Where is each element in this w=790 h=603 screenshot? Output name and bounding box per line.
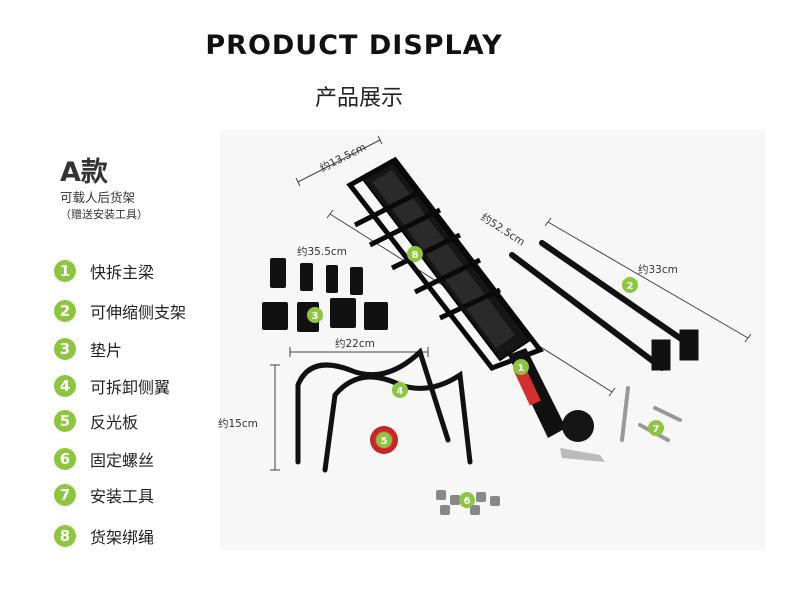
- marker-number: 5: [381, 436, 388, 447]
- legend-label: 货架绑绳: [90, 528, 155, 547]
- dimension-strut-length: 约33cm: [638, 264, 678, 276]
- marker-number: 6: [464, 496, 471, 507]
- model-name: A款: [60, 157, 108, 188]
- pads: [262, 258, 388, 332]
- number-badge: 5: [54, 410, 76, 432]
- marker-number: 2: [627, 281, 634, 292]
- number-badge: 1: [54, 260, 76, 282]
- legend-item: 3 垫片: [54, 336, 122, 362]
- marker-number: 7: [653, 424, 660, 435]
- dimension-wing-width: 约22cm: [335, 338, 375, 350]
- number-badge: 2: [54, 300, 76, 322]
- page-subtitle: 产品展示: [314, 86, 403, 111]
- legend-item: 6 固定螺丝: [54, 446, 154, 472]
- marker-number: 8: [412, 250, 419, 261]
- legend-label: 反光板: [90, 413, 139, 432]
- legend-item: 7 安装工具: [54, 482, 154, 508]
- legend-item: 4 可拆卸侧翼: [54, 373, 170, 399]
- legend-item: 8 货架绑绳: [54, 523, 154, 549]
- legend-item: 1 快拆主梁: [54, 258, 154, 284]
- model-info: A款 可载人后货架 （赠送安装工具）: [60, 150, 148, 222]
- model-note: （赠送安装工具）: [60, 208, 148, 221]
- page-title: PRODUCT DISPLAY: [205, 30, 503, 61]
- legend-label: 安装工具: [90, 487, 155, 506]
- number-badge: 7: [54, 484, 76, 506]
- dimension-wing-height: 约15cm: [218, 418, 258, 430]
- number-badge: 8: [54, 525, 76, 547]
- marker-number: 3: [312, 311, 319, 322]
- part-marker-numbers: 1 2 3 4 5 6 7 8: [312, 250, 660, 507]
- model-description: 可载人后货架: [60, 190, 136, 205]
- legend-label: 快拆主梁: [90, 263, 155, 282]
- legend-label: 可拆卸侧翼: [90, 378, 171, 397]
- legend-item: 5 反光板: [54, 408, 138, 434]
- legend-label: 固定螺丝: [90, 451, 155, 470]
- number-badge: 3: [54, 338, 76, 360]
- rack-platform: [346, 156, 545, 371]
- number-badge: 4: [54, 375, 76, 397]
- number-badge: 6: [54, 448, 76, 470]
- part-markers: [307, 246, 664, 508]
- legend-label: 可伸缩侧支架: [90, 303, 187, 322]
- legend-label: 垫片: [90, 341, 123, 360]
- dimension-pad-width: 约35.5cm: [297, 246, 347, 258]
- side-struts: [509, 240, 699, 371]
- marker-number: 1: [518, 363, 525, 374]
- bolts: [436, 490, 500, 515]
- marker-number: 4: [397, 386, 404, 397]
- legend-item: 2 可伸缩侧支架: [54, 298, 186, 324]
